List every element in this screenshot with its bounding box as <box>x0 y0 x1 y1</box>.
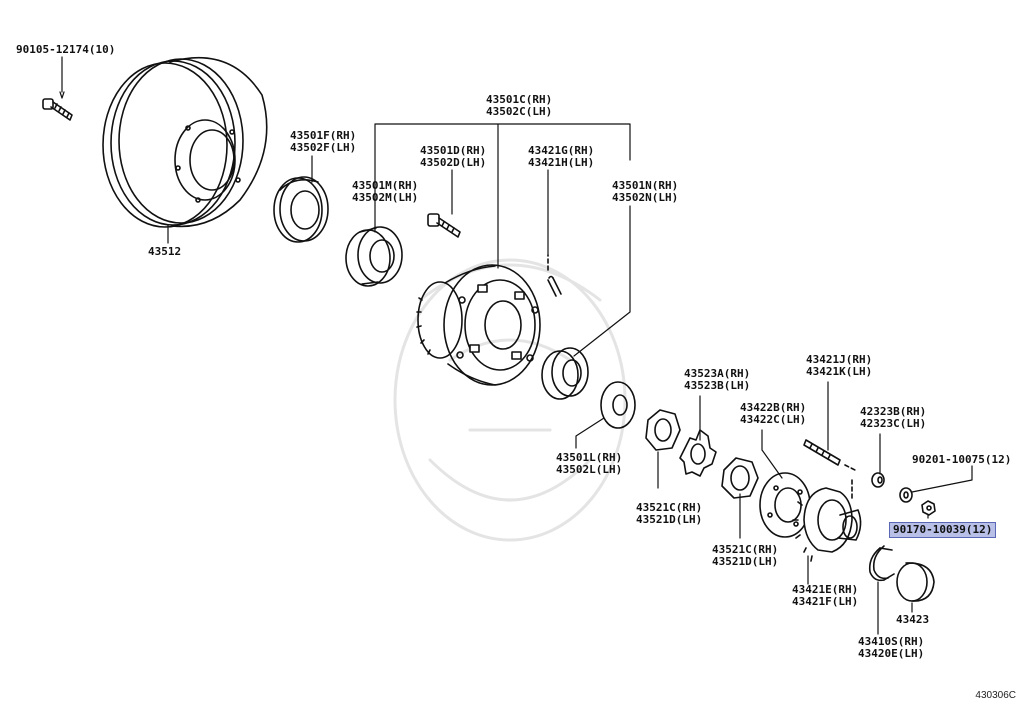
brake-disc-part[interactable] <box>102 56 268 228</box>
part-label-43501F[interactable]: 43501F(RH) 43502F(LH) <box>290 129 357 154</box>
part-label-43521C-outer[interactable]: 43521C(RH) 43521D(LH) <box>712 543 779 568</box>
outer-bearing-part[interactable] <box>541 347 589 400</box>
part-label-43501D[interactable]: 43501D(RH) 43502D(LH) <box>420 144 487 169</box>
watermark-emblem <box>393 258 627 542</box>
drive-flange-part[interactable] <box>792 487 862 562</box>
leader-lines <box>59 56 973 635</box>
stud-bolt-part[interactable] <box>427 213 461 238</box>
snap-ring-part[interactable] <box>868 545 895 582</box>
thrust-washer-part[interactable] <box>600 381 636 429</box>
knuckle-pin-part[interactable] <box>547 254 562 297</box>
lock-washer-part[interactable] <box>679 429 717 477</box>
part-label-43423[interactable]: 43423 <box>896 613 930 626</box>
spring-washer-part[interactable] <box>899 487 913 503</box>
part-label-43422B[interactable]: 43422B(RH) 43422C(LH) <box>740 401 807 426</box>
part-label-43410S[interactable]: 43410S(RH) 43420E(LH) <box>858 635 925 660</box>
part-label-43421G[interactable]: 43421G(RH) 43421H(LH) <box>528 144 595 169</box>
part-label-43523A[interactable]: 43523A(RH) 43523B(LH) <box>684 367 751 392</box>
part-label-43512[interactable]: 43512 <box>148 245 182 258</box>
part-label-43501N[interactable]: 43501N(RH) 43502N(LH) <box>612 179 679 204</box>
part-label-90201-10075[interactable]: 90201-10075(12) <box>912 453 1012 466</box>
axle-hub-part[interactable] <box>416 264 541 386</box>
part-label-43501M[interactable]: 43501M(RH) 43502M(LH) <box>352 179 419 204</box>
part-label-90105-12174[interactable]: 90105-12174(10) <box>16 43 116 56</box>
part-label-43501C[interactable]: 43501C(RH) 43502C(LH) <box>486 93 553 118</box>
part-label-43521C-inner[interactable]: 43521C(RH) 43521D(LH) <box>636 501 703 526</box>
flange-stud-part[interactable] <box>803 439 856 501</box>
part-label-42323B[interactable]: 42323B(RH) 42323C(LH) <box>860 405 927 430</box>
part-label-43421E[interactable]: 43421E(RH) 43421F(LH) <box>792 583 859 608</box>
hub-nut-part[interactable] <box>921 500 936 516</box>
lock-nut-part[interactable] <box>721 457 759 499</box>
cone-washer-part[interactable] <box>871 472 885 488</box>
part-label-43501L[interactable]: 43501L(RH) 43502L(LH) <box>556 451 623 476</box>
part-label-90170-10039-highlighted[interactable]: 90170-10039(12) <box>889 522 997 538</box>
inner-bearing-part[interactable] <box>345 226 403 287</box>
lock-nut-part[interactable] <box>645 409 681 451</box>
hub-cap-part[interactable] <box>896 562 935 602</box>
diagram-reference-id: 430306C <box>975 690 1016 701</box>
hub-bolt-part[interactable] <box>42 98 73 121</box>
oil-seal-part[interactable] <box>273 176 329 243</box>
part-label-43421J[interactable]: 43421J(RH) 43421K(LH) <box>806 353 873 378</box>
